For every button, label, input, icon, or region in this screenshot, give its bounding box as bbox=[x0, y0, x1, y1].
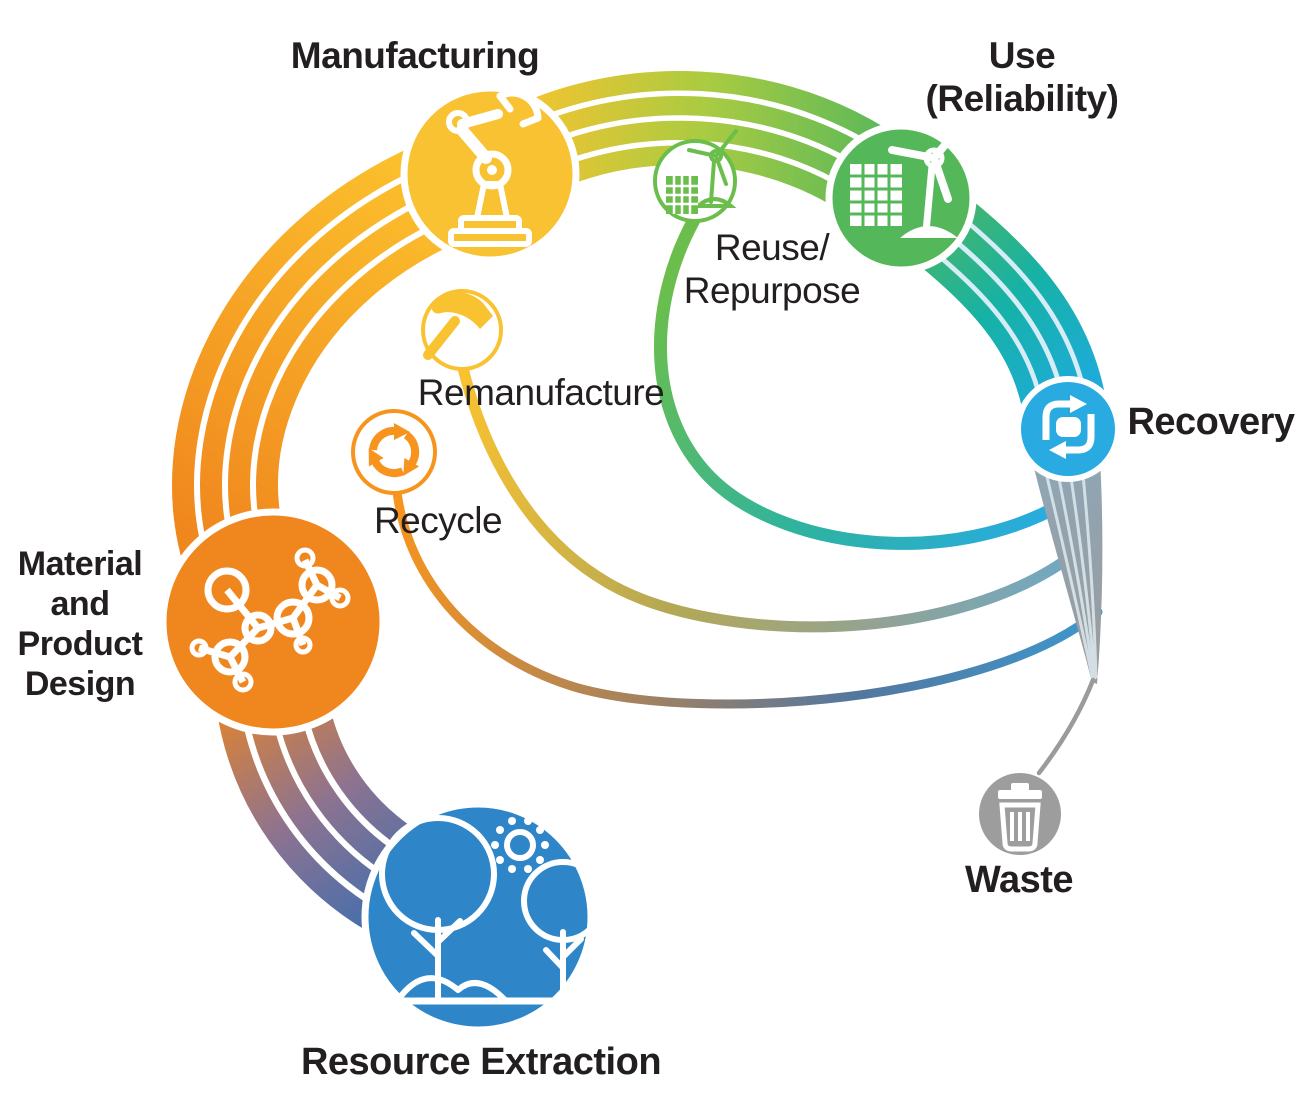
resource-extraction-label: Resource Extraction bbox=[300, 1041, 662, 1083]
use-label-line1: Use bbox=[988, 35, 1056, 76]
reuse-solar-wind-icon bbox=[666, 129, 738, 214]
waste-taper-band bbox=[1030, 452, 1103, 776]
taper-stripes bbox=[1041, 459, 1098, 681]
reuse-repurpose-label: Reuse/ Repurpose bbox=[684, 226, 861, 312]
loop-curves bbox=[392, 213, 1103, 709]
hammer-icon bbox=[423, 292, 493, 360]
reuse-loop-curve bbox=[654, 213, 1079, 550]
reuse-repurpose-node bbox=[653, 129, 738, 223]
design-label-line2: and bbox=[50, 585, 110, 623]
solar-wind-icon bbox=[850, 117, 969, 238]
manufacturing-node bbox=[400, 84, 580, 264]
remanufacture-loop-curve bbox=[457, 362, 1088, 633]
use-label-line2: (Reliability) bbox=[925, 78, 1119, 119]
recycle-loop-curve bbox=[392, 487, 1103, 709]
recycle-node bbox=[351, 409, 437, 495]
reuse-label-line2: Repurpose bbox=[683, 270, 861, 311]
resource-extraction-node bbox=[361, 800, 605, 1034]
use-label: Use (Reliability) bbox=[926, 34, 1119, 120]
recycle-label: Recycle bbox=[373, 500, 503, 541]
robot-arm-icon bbox=[446, 89, 542, 247]
trash-icon bbox=[998, 783, 1042, 852]
molecule-icon bbox=[189, 547, 351, 693]
waste-node bbox=[979, 773, 1061, 855]
design-label-line1: Material bbox=[17, 545, 143, 583]
remanufacture-node bbox=[421, 289, 503, 371]
recovery-loop-icon bbox=[1042, 395, 1095, 459]
recovery-label: Recovery bbox=[1127, 401, 1295, 443]
manufacturing-label: Manufacturing bbox=[290, 35, 540, 76]
design-label-line3: Product bbox=[17, 625, 143, 663]
recovery-node bbox=[1015, 376, 1121, 482]
recycle-arrows-icon bbox=[368, 423, 420, 478]
nature-trees-icon bbox=[379, 815, 605, 1005]
recycle-circle bbox=[351, 409, 437, 495]
use-node bbox=[825, 117, 977, 274]
waste-label: Waste bbox=[964, 859, 1074, 901]
material-product-design-node bbox=[159, 508, 387, 736]
material-product-design-label: Material and Product Design bbox=[18, 544, 143, 704]
waste-connector-line bbox=[1036, 677, 1096, 776]
design-label-line4: Design bbox=[24, 665, 136, 703]
remanufacture-label: Remanufacture bbox=[417, 372, 665, 413]
sun-rays bbox=[491, 817, 549, 873]
reuse-label-line1: Reuse/ bbox=[714, 227, 830, 268]
